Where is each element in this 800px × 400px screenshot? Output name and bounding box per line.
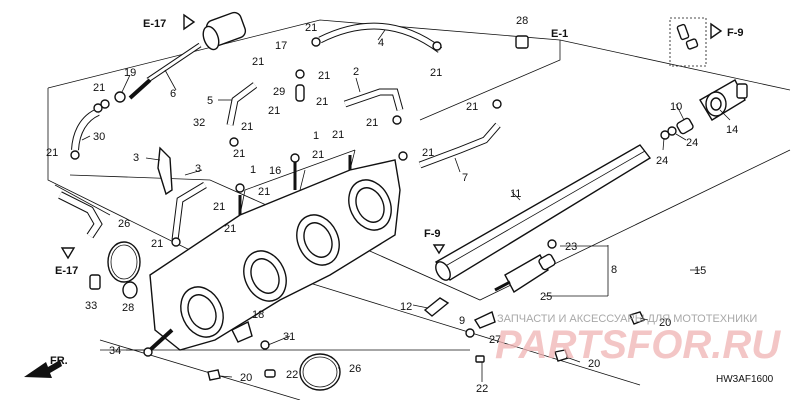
- callout-24: 24: [686, 137, 698, 149]
- callout-17: 17: [275, 40, 287, 52]
- vent-filter: [202, 11, 247, 51]
- callout-3: 3: [195, 163, 201, 175]
- callout-21: 21: [258, 186, 270, 198]
- callout-16: 16: [269, 165, 281, 177]
- callout-12: 12: [400, 301, 412, 313]
- callout-23: 23: [565, 241, 577, 253]
- callout-30: 30: [93, 131, 105, 143]
- callout-25: 25: [540, 291, 552, 303]
- callout-1: 1: [313, 130, 319, 142]
- callout-28: 28: [122, 302, 134, 314]
- callout-21: 21: [224, 223, 236, 235]
- callout-24: 24: [656, 155, 668, 167]
- callout-28: 28: [516, 15, 528, 27]
- fuel-rail: [434, 144, 652, 281]
- callout-7: 7: [462, 172, 468, 184]
- diagram-code: HW3AF1600: [716, 374, 774, 385]
- callout-21: 21: [46, 147, 58, 159]
- callout-5: 5: [207, 95, 213, 107]
- callout-21: 21: [422, 147, 434, 159]
- o-ring-26-top: [107, 241, 141, 283]
- callout-20: 20: [240, 372, 252, 384]
- callout-1: 1: [250, 164, 256, 176]
- callout-21: 21: [318, 70, 330, 82]
- reference-tags: E-17 E-1 F-9 F-9 E-17: [55, 13, 744, 277]
- callout-21: 21: [430, 67, 442, 79]
- throttle-body-assembly: [149, 149, 401, 351]
- front-label: FR.: [50, 355, 68, 367]
- ref-e17-left: E-17: [55, 265, 78, 277]
- fuel-injector: [494, 253, 556, 294]
- callout-21: 21: [241, 121, 253, 133]
- callout-15: 15: [694, 265, 706, 277]
- callout-6: 6: [170, 88, 176, 100]
- callout-8: 8: [611, 264, 617, 276]
- callout-numbers: 1 1 2 3 3 4 5 6 7 8 9 10 11 12 14 15 16 …: [46, 15, 738, 395]
- leader-lines: [81, 29, 731, 382]
- ref-e17-top: E-17: [143, 18, 166, 30]
- callout-22: 22: [286, 369, 298, 381]
- callout-32: 32: [193, 117, 205, 129]
- watermark: ЗАПЧАСТИ И АКСЕССУАРЫ ДЛЯ МОТОТЕХНИКИ PA…: [495, 313, 781, 367]
- callout-21: 21: [312, 149, 324, 161]
- pressure-regulator: [699, 79, 748, 121]
- callout-14: 14: [726, 124, 738, 136]
- callout-10: 10: [670, 101, 682, 113]
- callout-21: 21: [93, 82, 105, 94]
- ref-f9-mid: F-9: [424, 228, 441, 240]
- callout-21: 21: [268, 105, 280, 117]
- callout-21: 21: [332, 129, 344, 141]
- watermark-logo: PARTSFOR.RU: [495, 323, 781, 367]
- callout-18: 18: [252, 309, 264, 321]
- callout-21: 21: [233, 148, 245, 160]
- callout-21: 21: [366, 117, 378, 129]
- callout-3: 3: [133, 152, 139, 164]
- callout-22: 22: [476, 383, 488, 395]
- callout-2: 2: [353, 66, 359, 78]
- watermark-tagline: ЗАПЧАСТИ И АКСЕССУАРЫ ДЛЯ МОТОТЕХНИКИ: [497, 313, 757, 325]
- callout-11: 11: [510, 188, 521, 200]
- ref-f9-top: F-9: [727, 27, 744, 39]
- callout-26: 26: [349, 363, 361, 375]
- arrow-down-icon: [60, 247, 76, 260]
- callout-26: 26: [118, 218, 130, 230]
- o-ring-26-bottom: [299, 353, 341, 391]
- parts-artwork: [47, 11, 791, 400]
- callout-21: 21: [316, 96, 328, 108]
- callout-31: 31: [283, 331, 295, 343]
- callout-20: 20: [659, 317, 671, 329]
- ref-e1: E-1: [551, 28, 568, 40]
- arrow-down-icon: [432, 244, 446, 255]
- callout-19: 19: [124, 67, 136, 79]
- callout-21: 21: [151, 238, 163, 250]
- arrow-right-icon: [183, 13, 196, 31]
- front-direction-indicator: FR.: [24, 355, 68, 378]
- arrow-right-icon: [710, 22, 723, 40]
- callout-29: 29: [273, 86, 285, 98]
- callout-21: 21: [252, 56, 264, 68]
- callout-21: 21: [213, 201, 225, 213]
- callout-21: 21: [305, 22, 317, 34]
- callout-21: 21: [466, 101, 478, 113]
- callout-33: 33: [85, 300, 97, 312]
- callout-9: 9: [459, 315, 465, 327]
- callout-4: 4: [378, 37, 384, 49]
- callout-20: 20: [588, 358, 600, 370]
- vent-rod: [128, 42, 202, 100]
- callout-27: 27: [489, 334, 501, 346]
- callout-34: 34: [109, 345, 121, 357]
